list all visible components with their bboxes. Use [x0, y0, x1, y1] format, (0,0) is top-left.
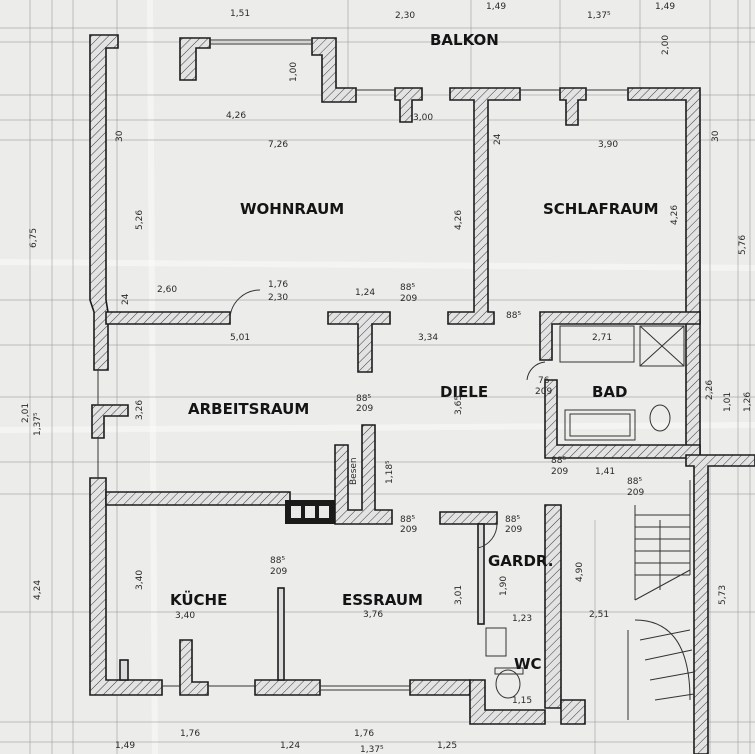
- paper-fold: [0, 422, 755, 433]
- dim-label: 1,76: [180, 729, 200, 739]
- room-label-diele: DIELE: [440, 383, 488, 401]
- dim-label: 1,24: [280, 741, 300, 751]
- dim-label: 3,40: [135, 570, 145, 590]
- dim-label: 88⁵: [400, 515, 415, 525]
- dim-label: 76: [538, 376, 550, 386]
- dim-label: 1,37⁵: [360, 745, 384, 754]
- dim-label: 2,00: [661, 35, 671, 55]
- dim-label: 88⁵: [627, 477, 642, 487]
- dim-label: 4,90: [575, 562, 585, 582]
- room-label-bad: BAD: [592, 383, 628, 401]
- dim-label: 3,65: [454, 395, 464, 415]
- dim-label: 3,26: [135, 400, 145, 420]
- dim-label: 209: [270, 567, 287, 577]
- dim-label: 1,51: [230, 9, 250, 19]
- room-label-wc: WC: [514, 655, 542, 673]
- dim-label: 209: [400, 294, 417, 304]
- room-label-essraum: ESSRAUM: [342, 591, 423, 609]
- dim-label: 5,76: [738, 235, 748, 255]
- room-label-kueche: KÜCHE: [170, 590, 227, 609]
- dim-label: 5,01: [230, 333, 250, 343]
- dim-label: 1,76: [354, 729, 374, 739]
- dim-label: 209: [551, 467, 568, 477]
- dim-label: 1,37⁵: [587, 11, 611, 21]
- room-label-wohnraum: WOHNRAUM: [240, 200, 344, 218]
- horizontal-dimensions: 1,51 2,30 1,49 1,37⁵ 1,49 4,26 3,00 7,26…: [115, 2, 675, 754]
- dim-label: 3,40: [175, 611, 195, 621]
- dim-label: 3,01: [454, 585, 464, 605]
- dim-label: 1,41: [595, 467, 615, 477]
- dim-label: 1,01: [723, 392, 733, 412]
- dim-label: 2,26: [705, 380, 715, 400]
- dim-label: 7,26: [268, 140, 288, 150]
- dim-label: 1,15: [512, 696, 532, 706]
- dim-label: 30: [711, 130, 721, 142]
- dim-label: 3,00: [413, 113, 433, 123]
- dim-label: 1,76: [268, 280, 288, 290]
- dim-label: 30: [115, 130, 125, 142]
- dim-label: 88⁵: [270, 556, 285, 566]
- dim-label: 1,00: [289, 62, 299, 82]
- room-label-arbeitsraum: ARBEITSRAUM: [188, 400, 309, 418]
- vertical-dimensions: 6,75 5,26 4,26 4,26 5,76 2,01 1,37⁵ 3,26…: [21, 35, 753, 605]
- dim-label: 24: [121, 293, 131, 305]
- dim-label: 1,23: [512, 614, 532, 624]
- dim-label: 1,90: [499, 576, 509, 596]
- dim-label: 2,71: [592, 333, 612, 343]
- dim-label: 2,30: [395, 11, 415, 21]
- room-label-schlafraum: SCHLAFRAUM: [543, 200, 659, 218]
- dim-label: 4,26: [670, 205, 680, 225]
- dim-label: 6,75: [29, 228, 39, 248]
- dim-label: 24: [493, 133, 503, 145]
- dim-label: 1,49: [655, 2, 675, 12]
- dim-label: 1,18⁵: [385, 460, 395, 484]
- dim-label: 1,24: [355, 288, 375, 298]
- wc-fixtures: [485, 627, 524, 699]
- dim-label: 2,01: [21, 403, 31, 423]
- dim-label: 5,73: [718, 585, 728, 605]
- dim-label: 209: [627, 488, 644, 498]
- dim-label: 4,26: [454, 210, 464, 230]
- room-label-gardr: GARDR.: [488, 552, 553, 570]
- dim-label: 209: [400, 525, 417, 535]
- room-label-balkon: BALKON: [430, 31, 499, 49]
- bath-fixtures: [559, 325, 685, 441]
- paper-fold: [147, 0, 158, 754]
- door-swings: [229, 289, 546, 549]
- dim-label: 5,26: [135, 210, 145, 230]
- paper-fold: [0, 259, 755, 271]
- dim-label: 88⁵: [551, 456, 566, 466]
- staircase: [627, 480, 695, 720]
- dim-label: 4,26: [226, 111, 246, 121]
- dim-label: 88⁵: [506, 311, 521, 321]
- dim-label: 2,60: [157, 285, 177, 295]
- dim-label: 209: [535, 387, 552, 397]
- dim-label: 209: [356, 404, 373, 414]
- dim-label: 88⁵: [505, 515, 520, 525]
- dim-label: 209: [505, 525, 522, 535]
- dim-label: 1,49: [486, 2, 506, 12]
- dim-label: 3,76: [363, 610, 383, 620]
- openings: [97, 39, 628, 691]
- dim-label: 3,90: [598, 140, 618, 150]
- dim-label: 1,25: [437, 741, 457, 751]
- dim-label: 88⁵: [400, 283, 415, 293]
- dim-label: 1,37⁵: [33, 412, 43, 436]
- dim-label: 2,30: [268, 293, 288, 303]
- dim-label: 1,49: [115, 741, 135, 751]
- dim-label: 1,26: [743, 392, 753, 412]
- dim-label: 88⁵: [356, 394, 371, 404]
- annotation-besen: Besen: [349, 457, 359, 485]
- walls: [89, 34, 755, 754]
- dim-label: 2,51: [589, 610, 609, 620]
- dim-label: 3,34: [418, 333, 438, 343]
- dim-label: 4,24: [33, 580, 43, 600]
